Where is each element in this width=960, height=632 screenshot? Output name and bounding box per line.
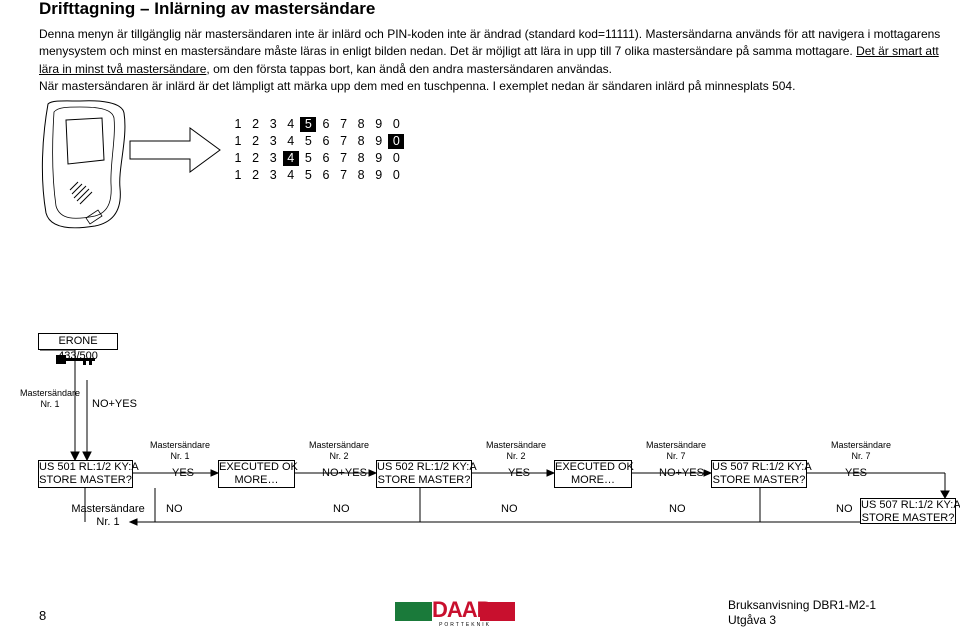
master-label-1: Mastersändare Nr. 1 bbox=[150, 440, 210, 462]
manual-edition: Utgåva 3 bbox=[728, 613, 876, 628]
logo-subtext: PORTTEKNIK bbox=[435, 622, 495, 628]
no-label-3: NO bbox=[501, 503, 518, 515]
yes-label-2: YES bbox=[508, 467, 530, 479]
logo-text: DAAB bbox=[432, 598, 480, 622]
no-label-4: NO bbox=[669, 503, 686, 515]
key-icon bbox=[55, 353, 97, 367]
yes-label-3: YES bbox=[845, 467, 867, 479]
erone-box: ERONE 433/500 bbox=[38, 333, 118, 350]
no-yes-label-2: NO+YES bbox=[322, 467, 367, 479]
us507-end-box: US 507 RL:1/2 KY:A STORE MASTER? bbox=[860, 498, 956, 524]
us502-box: US 502 RL:1/2 KY:A STORE MASTER? bbox=[376, 460, 472, 488]
page-number: 8 bbox=[39, 608, 46, 623]
yes-label-1: YES bbox=[172, 467, 194, 479]
manual-name: Bruksanvisning DBR1-M2-1 bbox=[728, 598, 876, 613]
no-label-2: NO bbox=[333, 503, 350, 515]
us501-box: US 501 RL:1/2 KY:A STORE MASTER? bbox=[38, 460, 133, 488]
master-bottom-label: Mastersändare Nr. 1 bbox=[70, 503, 146, 529]
executed-box-2: EXECUTED OK MORE… bbox=[554, 460, 632, 488]
us507-box: US 507 RL:1/2 KY:A STORE MASTER? bbox=[711, 460, 807, 488]
master-label-4: Mastersändare Nr. 7 bbox=[646, 440, 706, 462]
no-label-5: NO bbox=[836, 503, 853, 515]
daab-logo: DAAB PORTTEKNIK bbox=[395, 600, 515, 628]
logo-green-block bbox=[395, 602, 432, 621]
no-yes-label-1: NO+YES bbox=[92, 398, 137, 410]
footer-manual-info: Bruksanvisning DBR1-M2-1 Utgåva 3 bbox=[728, 598, 876, 628]
master-label-5: Mastersändare Nr. 7 bbox=[831, 440, 891, 462]
no-label-1: NO bbox=[166, 503, 183, 515]
master-label-2: Mastersändare Nr. 2 bbox=[309, 440, 369, 462]
executed-box-1: EXECUTED OK MORE… bbox=[218, 460, 295, 488]
master-label-3: Mastersändare Nr. 2 bbox=[486, 440, 546, 462]
no-yes-label-3: NO+YES bbox=[659, 467, 704, 479]
master-nr1-top-label: Mastersändare Nr. 1 bbox=[20, 388, 80, 410]
